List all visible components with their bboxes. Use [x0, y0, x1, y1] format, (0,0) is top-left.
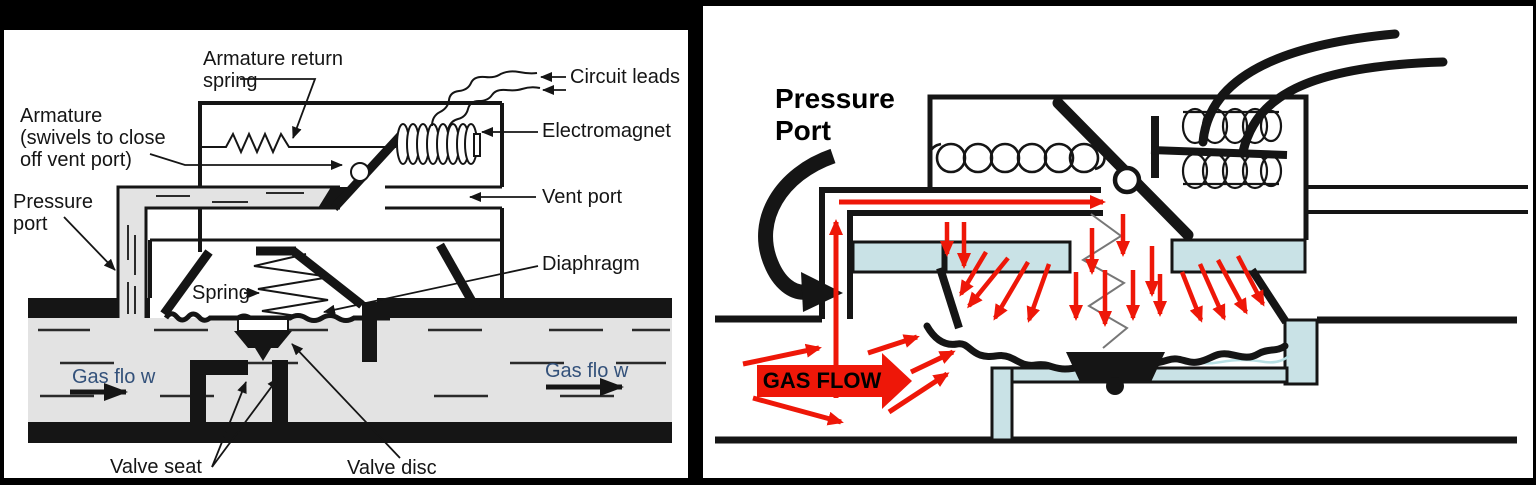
- label-spring: Spring: [192, 282, 250, 304]
- return-spring-loops: [928, 142, 1106, 174]
- label-valve-disc: Valve disc: [347, 457, 437, 479]
- pipe-outline: [715, 315, 1517, 444]
- solenoid-housing: [148, 101, 504, 298]
- label-gas-flow-right: Gas flo w: [545, 360, 629, 382]
- circuit-leads-wires: [1198, 29, 1448, 157]
- leader-lines: [63, 72, 566, 468]
- label-pressure-port: Pressure port: [13, 191, 94, 235]
- diaphragm-line: [163, 311, 390, 323]
- pressure-port-curved-arrow: [758, 148, 843, 312]
- label-pressure-port: Pressure Port: [775, 83, 895, 147]
- red-flow-arrows: [742, 195, 1265, 426]
- upper-housing: [927, 94, 1528, 240]
- right-diagram-panel: Pressure Port GAS FLOW: [703, 6, 1533, 478]
- left-slope: [936, 266, 963, 330]
- armature-return-spring-zigzag: [200, 131, 396, 155]
- electromagnet-coil: [1150, 107, 1288, 190]
- valve-seat-shape: [190, 360, 288, 442]
- label-armature: Armature (swivels to close off vent port…: [20, 105, 166, 171]
- circuit-leads-wires: [431, 70, 541, 131]
- armature-lever: [330, 130, 406, 212]
- gas-flow-block-arrow: [757, 353, 912, 409]
- electromagnet-coil: [396, 123, 481, 165]
- left-diagram-drawing: [28, 70, 672, 468]
- valve-disc-shape: [1066, 352, 1165, 395]
- label-gas-flow-left: Gas flo w: [72, 366, 156, 388]
- right-slope: [1248, 267, 1290, 325]
- label-armature-return-spring: Armature return spring: [203, 48, 344, 92]
- supply-channel: [819, 187, 1103, 319]
- label-gas-flow: GAS FLOW: [762, 368, 882, 393]
- label-vent-port: Vent port: [542, 186, 623, 208]
- label-valve-seat: Valve seat: [110, 456, 202, 478]
- label-circuit-leads: Circuit leads: [570, 66, 681, 88]
- left-diagram-panel: Armature return spring Circuit leads Arm…: [4, 30, 688, 479]
- right-diagram-drawing: [715, 29, 1528, 444]
- main-spring-zigzag: [253, 253, 331, 318]
- label-diaphragm: Diaphragm: [542, 253, 640, 275]
- valve-disc-shape: [234, 331, 292, 348]
- pressure-channel: [116, 185, 350, 318]
- armature-lever: [1052, 97, 1194, 241]
- label-electromagnet: Electromagnet: [542, 120, 671, 142]
- valve-disc-stem: [237, 318, 289, 332]
- pipe-dashes: [38, 328, 670, 398]
